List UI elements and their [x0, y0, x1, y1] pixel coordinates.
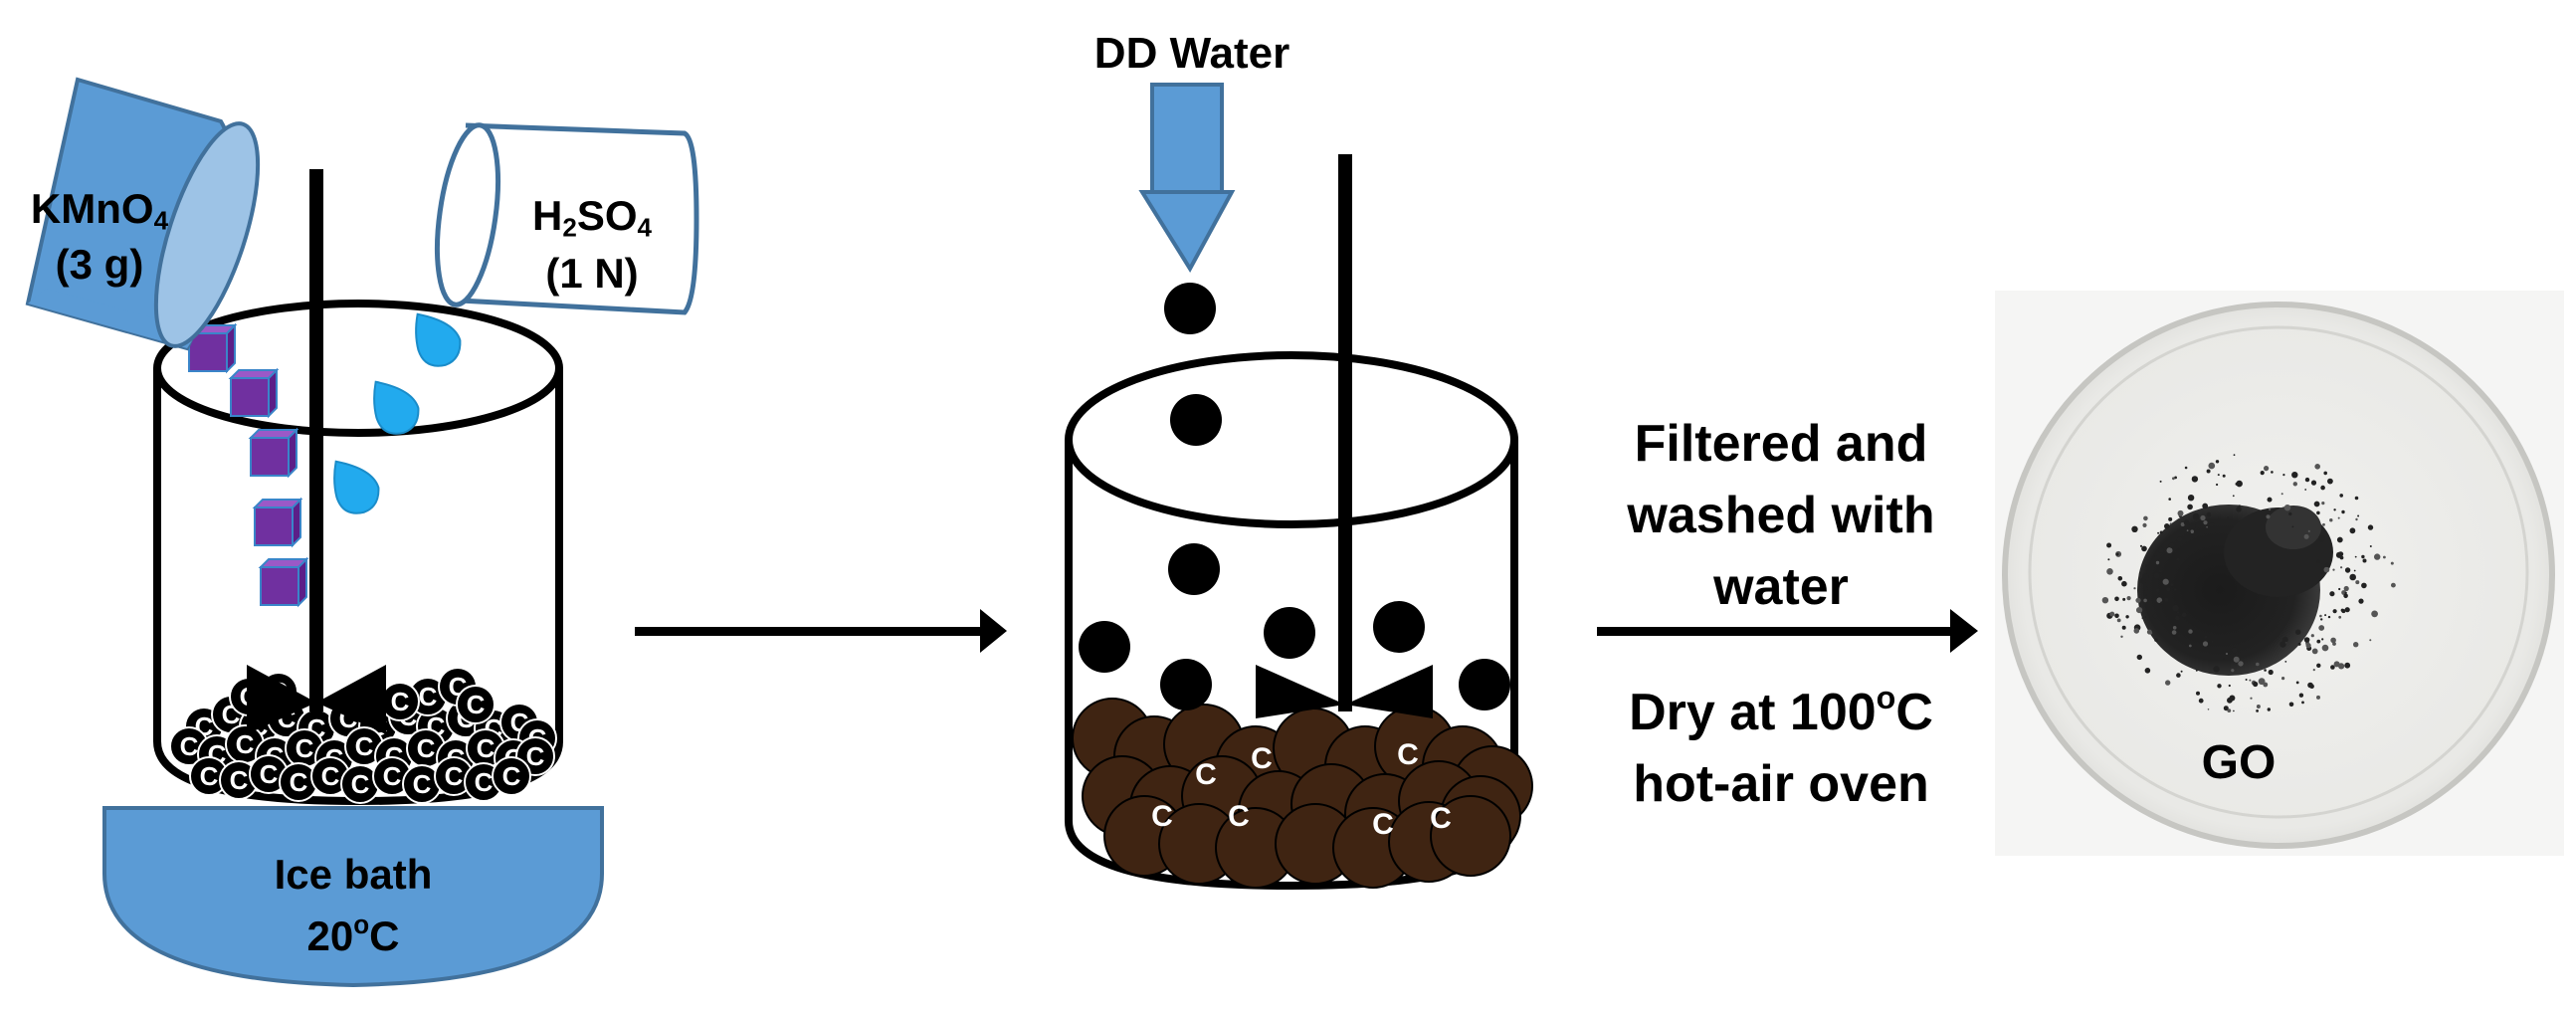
ice-bath-text: Ice bath — [274, 851, 433, 898]
svg-text:C: C — [230, 765, 249, 795]
h2so4-concentration: (1 N) — [545, 250, 639, 297]
water-drop — [1170, 394, 1222, 446]
water-drops — [1079, 283, 1510, 710]
graphite-particle: C — [492, 756, 531, 796]
svg-text:C: C — [467, 690, 486, 719]
graphite-particle: C — [515, 736, 555, 776]
filtered-washed-label: Filtered and washed with water — [1592, 408, 1970, 623]
svg-text:C: C — [200, 761, 219, 791]
graphite-particle: C — [279, 762, 318, 802]
graphite-particle: C — [219, 760, 259, 800]
water-drop — [1168, 543, 1220, 595]
dd-water-label: DD Water — [1093, 29, 1290, 78]
svg-text:C: C — [355, 731, 374, 761]
washed-line: washed with — [1627, 487, 1935, 544]
svg-text:C: C — [475, 767, 494, 797]
graphite-particle: C — [344, 726, 384, 766]
particle-label: C — [1251, 742, 1273, 775]
svg-text:C: C — [413, 769, 432, 799]
graphite-particle: C — [225, 724, 265, 764]
svg-text:C: C — [526, 741, 545, 771]
graphite-particle: C — [340, 764, 380, 804]
stirrer-1 — [247, 169, 386, 734]
h2so4-container — [435, 122, 699, 315]
svg-text:C: C — [351, 769, 370, 799]
acid-droplet — [373, 380, 420, 435]
svg-text:C: C — [502, 761, 521, 791]
kmno4-label: KMnO4 (3 g) — [0, 181, 199, 293]
svg-text:C: C — [391, 687, 410, 716]
oxidized-particle — [1430, 795, 1511, 877]
dry-label: Dry at 100oC hot-air oven — [1592, 677, 1970, 820]
particle-label: C — [1195, 758, 1217, 791]
svg-text:C: C — [290, 767, 308, 797]
particle-label: C — [1430, 802, 1452, 835]
svg-text:C: C — [321, 761, 340, 791]
kmno4-cube — [252, 497, 303, 548]
arrow-2 — [1597, 609, 1978, 653]
svg-text:C: C — [477, 733, 495, 763]
svg-text:C: C — [417, 733, 436, 763]
svg-text:C: C — [383, 761, 402, 791]
svg-text:C: C — [180, 731, 199, 761]
h2so4-formula: H2SO4 — [532, 192, 652, 243]
water-line: water — [1713, 558, 1849, 616]
go-product-photo — [1995, 291, 2564, 856]
graphite-particle: C — [380, 682, 420, 721]
h2so4-label: H2SO4 (1 N) — [507, 187, 677, 303]
svg-text:C: C — [419, 682, 438, 711]
kmno4-cube — [228, 367, 280, 419]
kmno4-cube — [248, 427, 299, 479]
acid-droplet — [333, 460, 380, 514]
ice-bath-temp: 20oC — [306, 910, 400, 959]
oven-line: hot-air oven — [1633, 755, 1929, 813]
ice-bath — [102, 806, 604, 988]
graphite-particle: C — [310, 756, 350, 796]
acid-droplet — [415, 312, 462, 367]
kmno4-formula: KMnO4 — [30, 185, 169, 236]
particle-label: C — [1397, 738, 1419, 771]
kmno4-cube — [258, 556, 309, 608]
arrow-1 — [635, 609, 1007, 653]
svg-text:C: C — [296, 733, 314, 763]
h2so4-droplets — [333, 312, 462, 514]
kmno4-amount: (3 g) — [55, 241, 144, 288]
graphite-particle: C — [189, 756, 229, 796]
ice-bath-label: Ice bath 20oC — [254, 844, 453, 967]
water-drop — [1264, 607, 1315, 659]
svg-text:C: C — [445, 761, 464, 791]
filtered-line: Filtered and — [1634, 415, 1928, 473]
water-drop — [1459, 659, 1510, 710]
particle-label: C — [1151, 800, 1173, 833]
kmno4-container — [25, 77, 261, 351]
water-drop — [1373, 601, 1425, 653]
go-label: GO — [2201, 736, 2277, 789]
graphite-particle: C — [249, 754, 289, 794]
kmno4-cubes — [186, 322, 309, 608]
water-drop — [1164, 283, 1216, 334]
stirrer-2 — [1256, 154, 1433, 718]
water-funnel — [1138, 83, 1236, 273]
water-drop — [1079, 621, 1130, 673]
particle-label: C — [1372, 808, 1394, 841]
particle-label: C — [1228, 800, 1250, 833]
svg-text:C: C — [260, 759, 279, 789]
go-powder — [2101, 454, 2396, 712]
graphite-particle: C — [456, 685, 495, 724]
dry-temp-line: Dry at 100oC — [1629, 680, 1933, 741]
svg-text:C: C — [236, 729, 255, 759]
water-drop — [1160, 659, 1212, 710]
step1-setup: CCCCCCCCCCCCCCCCCCCCCCCCCCCCCCCCCCCCCCCC… — [25, 77, 699, 988]
